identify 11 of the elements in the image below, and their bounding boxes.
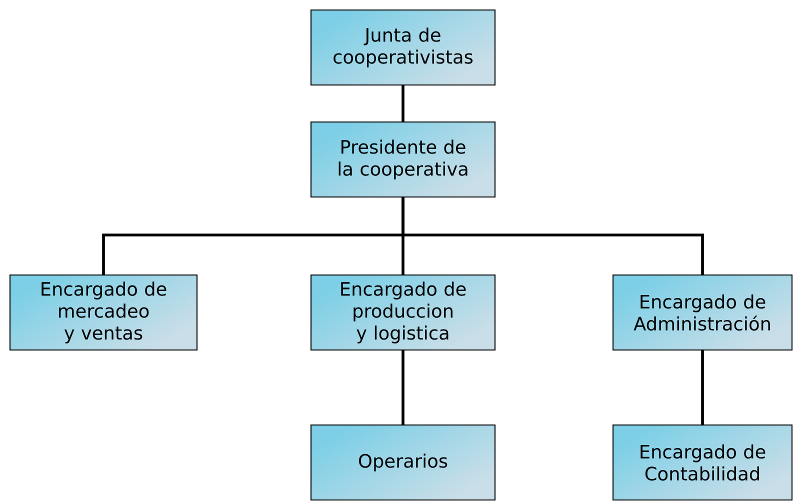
org-box: Encargado de produccion y logistica [310,274,496,351]
org-box: Encargado de Contabilidad [612,424,793,501]
org-box: Junta de cooperativistas [310,9,496,86]
connector-line [402,350,404,424]
org-box: Operarios [310,424,496,501]
connector-line [402,198,704,274]
org-box: Encargado de Administración [612,274,793,351]
connector-line [402,86,404,122]
connector-line [701,350,704,424]
org-box: Encargado de mercadeo y ventas [9,274,198,351]
org-box: Presidente de la cooperativa [310,121,496,198]
